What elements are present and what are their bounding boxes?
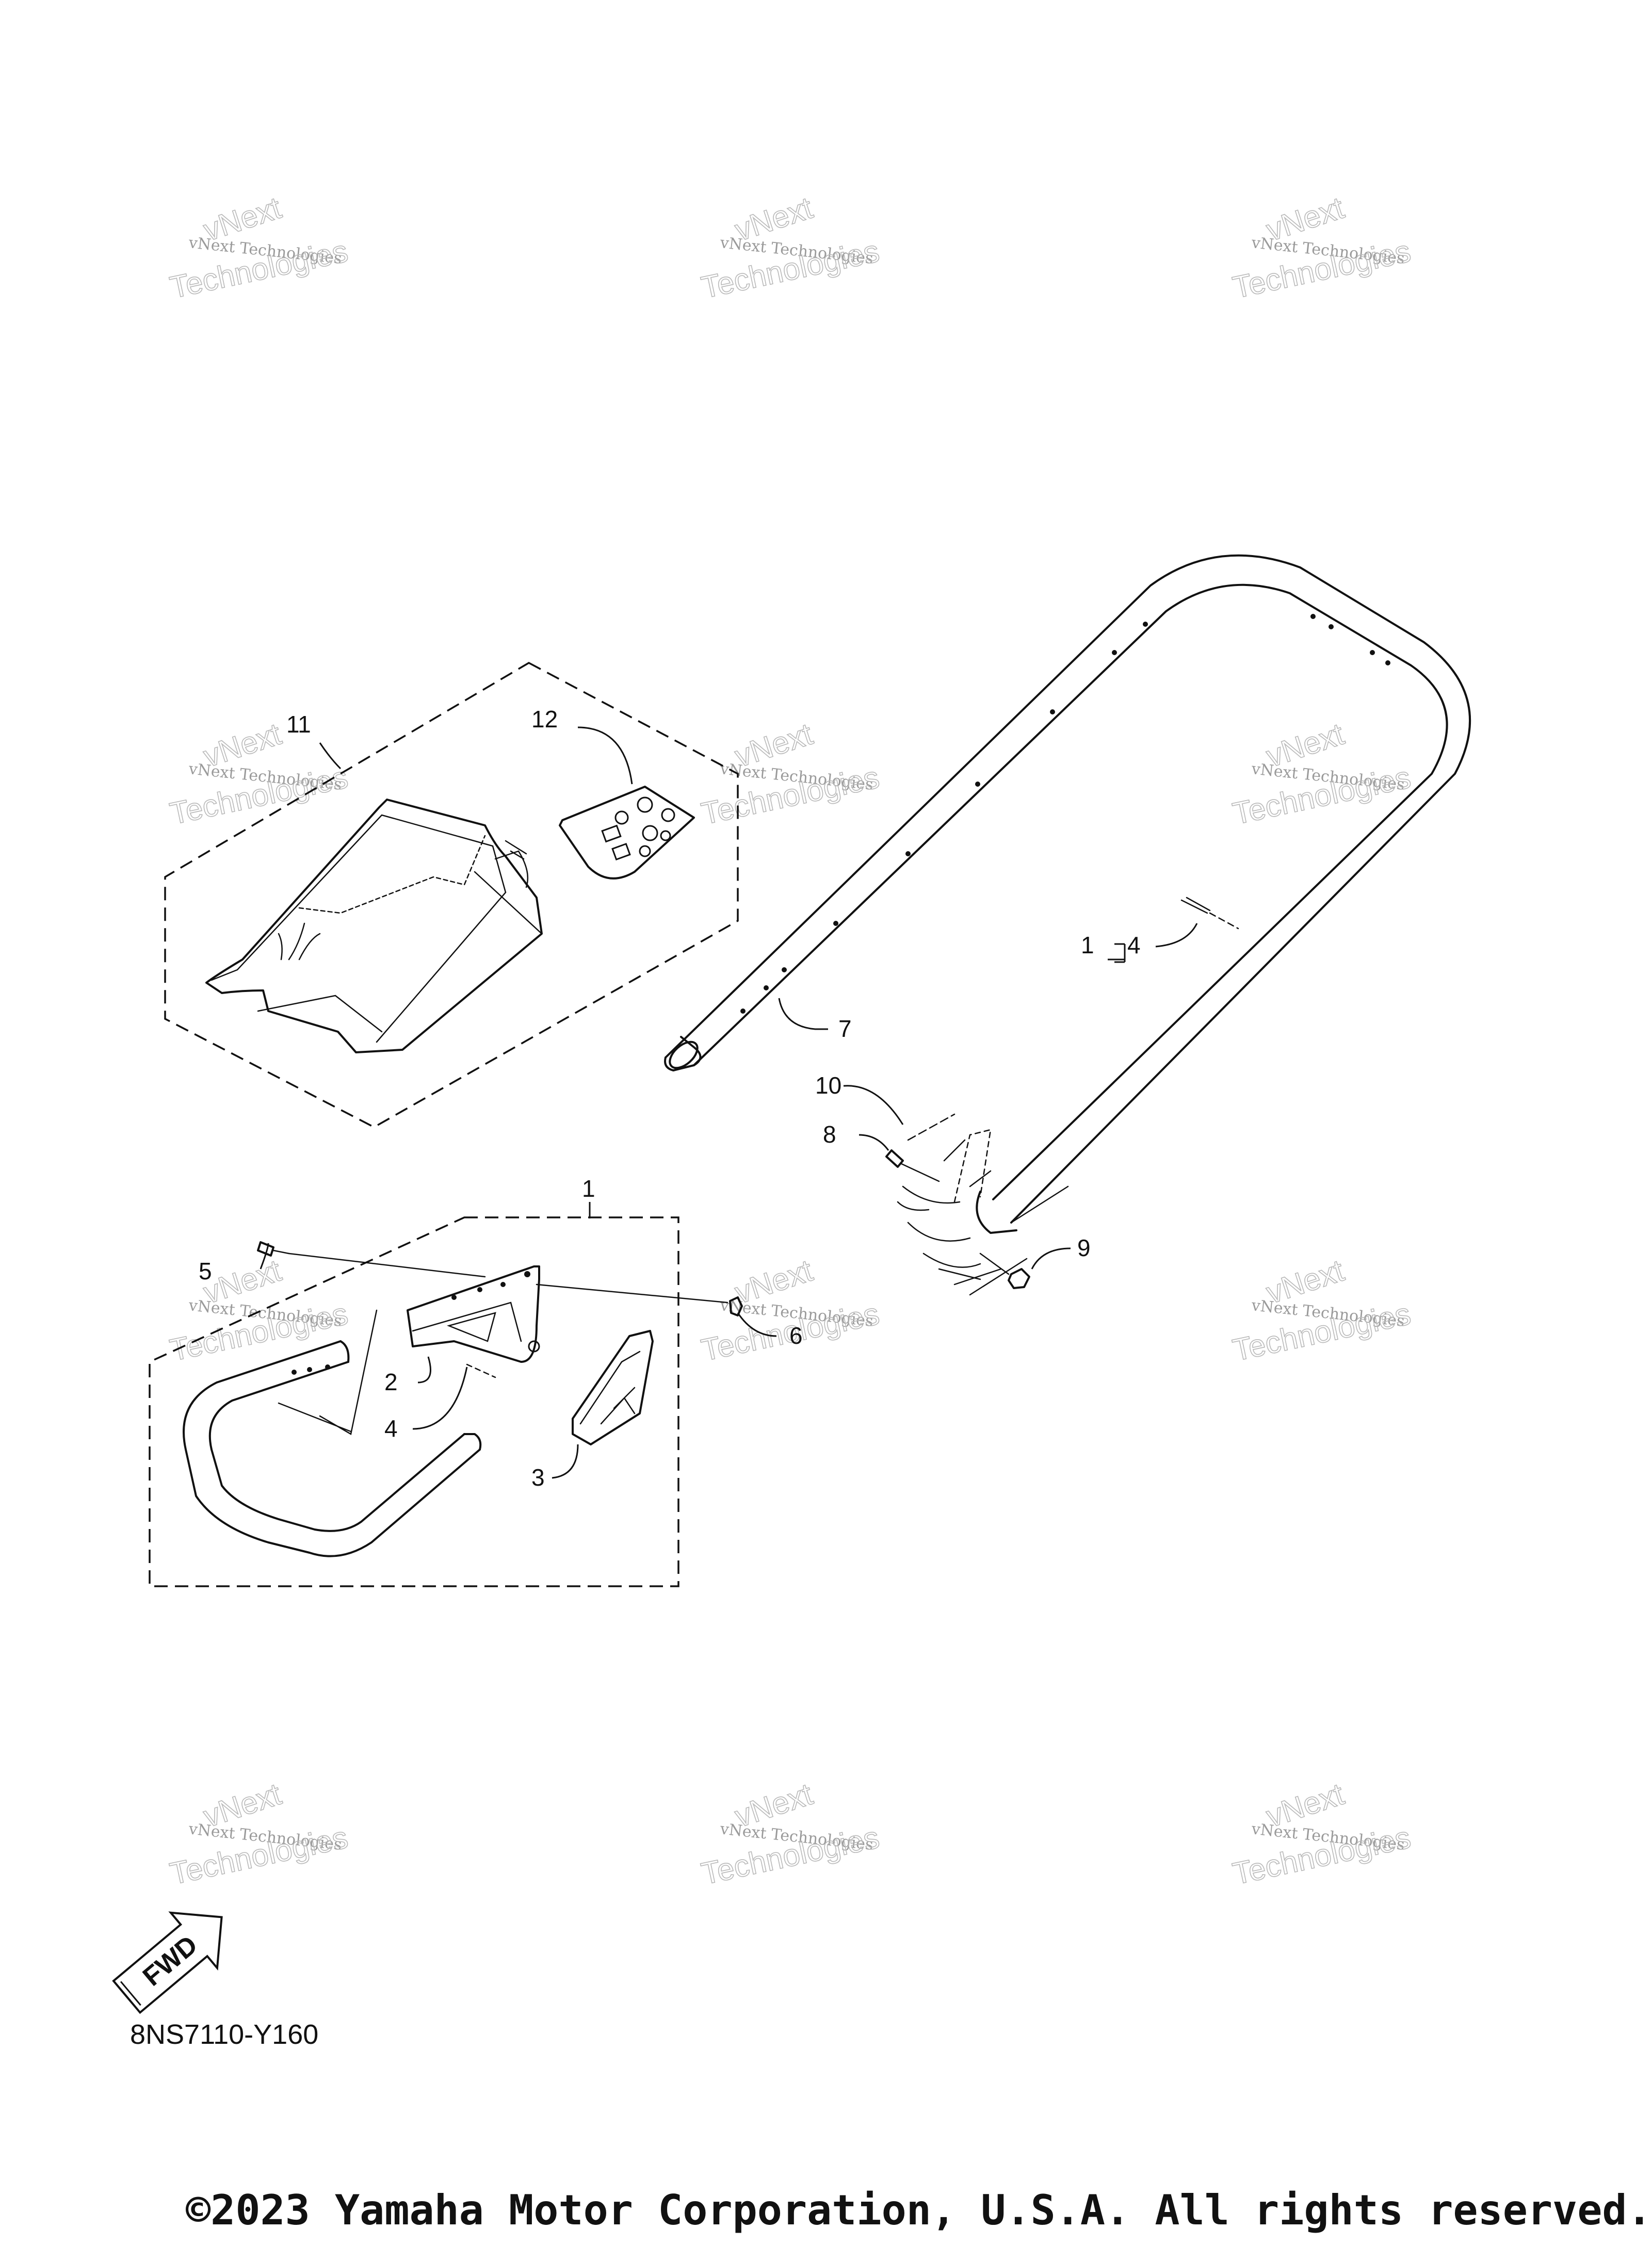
watermark: vNext Technologies vNext Technologies bbox=[167, 1252, 351, 1368]
callout-8: 8 bbox=[823, 1121, 836, 1148]
watermark: vNext Technologies vNext Technologies bbox=[1229, 190, 1414, 305]
leader-lines bbox=[260, 726, 1198, 1479]
diagram-code: 8NS7110-Y160 bbox=[130, 2019, 318, 2050]
watermark: vNext Technologies vNext Technologies bbox=[698, 716, 883, 832]
pin-4-upper-leader bbox=[1209, 912, 1239, 930]
watermark: vNext Technologies vNext Technologies bbox=[167, 190, 351, 305]
nut-6 bbox=[729, 1296, 743, 1316]
assembly-boundary bbox=[149, 1216, 679, 1587]
small-parts-kit bbox=[559, 786, 695, 880]
callout-6: 6 bbox=[789, 1322, 803, 1349]
callout-3: 3 bbox=[531, 1464, 545, 1491]
callout-1-bracket: 1 bbox=[1081, 932, 1094, 958]
callout-10: 10 bbox=[815, 1072, 841, 1099]
watermark: vNext Technologies vNext Technologies bbox=[1229, 1252, 1414, 1368]
callout-2: 2 bbox=[384, 1369, 398, 1395]
fwd-arrow-icon: FWD bbox=[112, 1911, 223, 2014]
callout-12: 12 bbox=[531, 706, 558, 733]
pin-10 bbox=[907, 1113, 955, 1141]
bracket-part-3 bbox=[572, 1330, 654, 1445]
copyright-notice: ©2023 Yamaha Motor Corporation, U.S.A. A… bbox=[186, 2186, 1652, 2234]
seat-cover-part bbox=[205, 799, 543, 1053]
screw-5 bbox=[257, 1241, 728, 1304]
pin-4-lower bbox=[466, 1363, 496, 1378]
screw-8 bbox=[885, 1149, 940, 1182]
boarding-handle-part bbox=[664, 554, 1471, 1296]
callout-9: 9 bbox=[1077, 1234, 1091, 1261]
kit-boundary bbox=[164, 661, 739, 1128]
watermark: vNext Technologies vNext Technologies bbox=[167, 716, 351, 832]
pin-4-upper bbox=[1180, 897, 1211, 914]
watermark: vNext Technologies vNext Technologies bbox=[1229, 716, 1414, 832]
watermark: vNext Technologies vNext Technologies bbox=[698, 1776, 883, 1892]
lower-handle-part bbox=[183, 1309, 482, 1557]
callout-4-upper: 4 bbox=[1127, 932, 1141, 958]
watermark: vNext Technologies vNext Technologies bbox=[167, 1776, 351, 1892]
callout-5: 5 bbox=[199, 1258, 212, 1284]
callout-11: 11 bbox=[286, 711, 311, 738]
watermark-group: vNext Technologies vNext Technologies vN… bbox=[167, 190, 1414, 1892]
callout-4-lower: 4 bbox=[384, 1415, 398, 1442]
watermark: vNext Technologies vNext Technologies bbox=[698, 190, 883, 305]
callout-7: 7 bbox=[838, 1015, 852, 1042]
parts-diagram: vNext Technologies vNext Technologies vN… bbox=[112, 190, 1471, 2050]
watermark: vNext Technologies vNext Technologies bbox=[1229, 1776, 1414, 1892]
watermark: vNext Technologies vNext Technologies bbox=[698, 1252, 883, 1368]
callout-1-assy: 1 bbox=[582, 1175, 595, 1202]
mount-holes bbox=[740, 614, 1390, 1014]
nut-9 bbox=[979, 1252, 1030, 1289]
bracket-part-2 bbox=[407, 1265, 540, 1363]
